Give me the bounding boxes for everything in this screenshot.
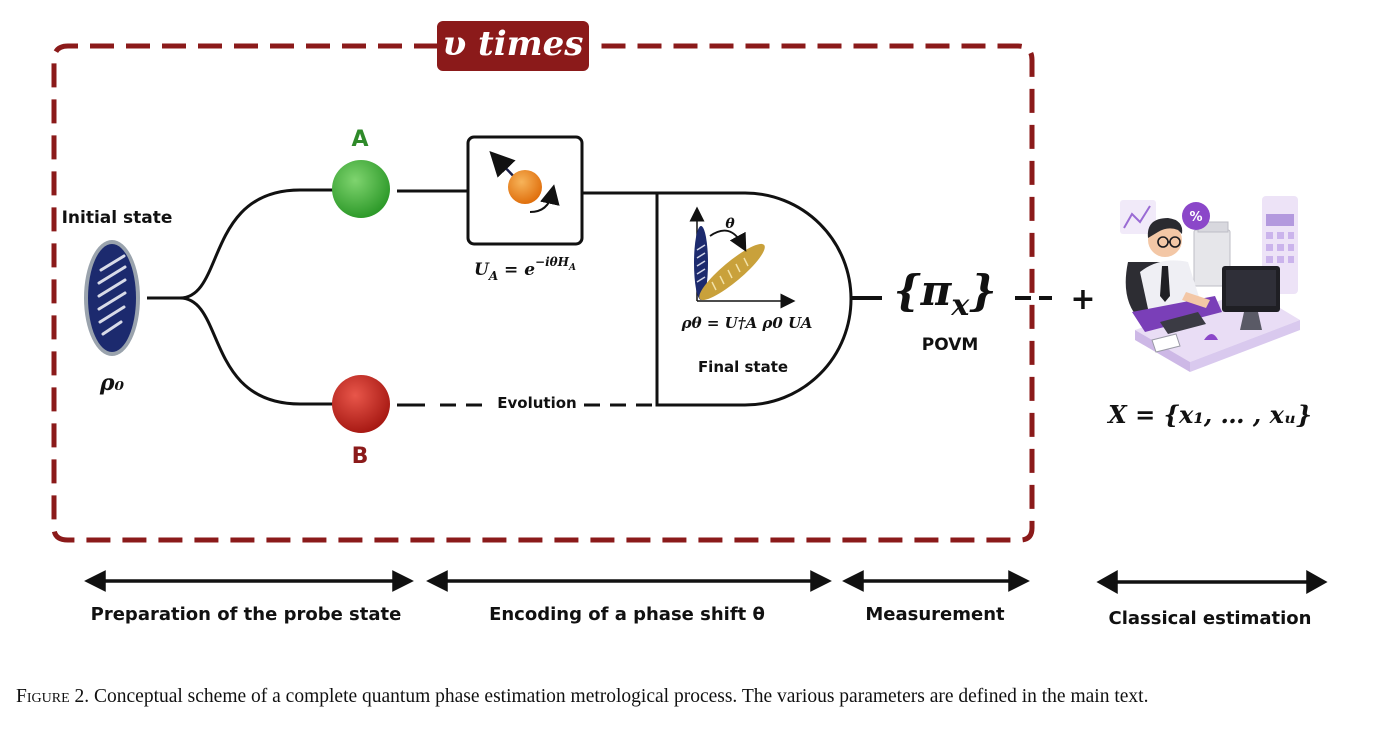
quantum-phase-estimation-diagram: υ times Initial state ρ₀ A B UA = e−iθHA	[51, 21, 1328, 629]
repeat-badge: υ times	[437, 21, 589, 71]
repeat-label: υ times	[443, 24, 584, 64]
split-path-b	[179, 296, 333, 406]
theta-label: θ	[725, 216, 735, 232]
figure-number: Figure 2.	[16, 686, 90, 707]
node-a-label: A	[351, 127, 368, 152]
plus-sign: +	[1070, 282, 1095, 317]
povm-symbol: {πx}	[894, 266, 997, 323]
estimates-formula: X = {x₁, … , xᵤ}	[1106, 400, 1312, 429]
final-state-formula: ρθ = U†A ρ0 UA	[681, 314, 813, 332]
svg-text:%: %	[1189, 210, 1202, 225]
stage-arrows	[84, 570, 1328, 594]
rho-zero-label: ρ₀	[99, 370, 125, 396]
stage-label-encoding: Encoding of a phase shift θ	[489, 604, 765, 625]
node-a-circle	[332, 160, 390, 218]
evolution-label: Evolution	[497, 394, 576, 412]
figure-caption: Figure 2. Conceptual scheme of a complet…	[16, 684, 1376, 710]
initial-state-label: Initial state	[62, 208, 173, 228]
probe-state-ellipse	[84, 240, 140, 356]
povm-label: POVM	[922, 335, 979, 355]
rotated-state-plot: θ	[689, 206, 796, 309]
spin-icon	[489, 150, 560, 213]
analyst-illustration: %	[1120, 196, 1300, 372]
stage-label-preparation: Preparation of the probe state	[91, 604, 402, 625]
final-state-label: Final state	[698, 358, 788, 376]
node-b-label: B	[352, 444, 369, 469]
repetition-frame	[51, 43, 1035, 543]
caption-text: Conceptual scheme of a complete quantum …	[89, 686, 1149, 707]
node-b-circle	[332, 375, 390, 433]
stage-label-measurement: Measurement	[865, 604, 1005, 625]
stage-label-classical: Classical estimation	[1109, 608, 1312, 629]
unitary-formula: UA = e−iθHA	[474, 255, 576, 283]
split-path-a	[147, 188, 333, 300]
